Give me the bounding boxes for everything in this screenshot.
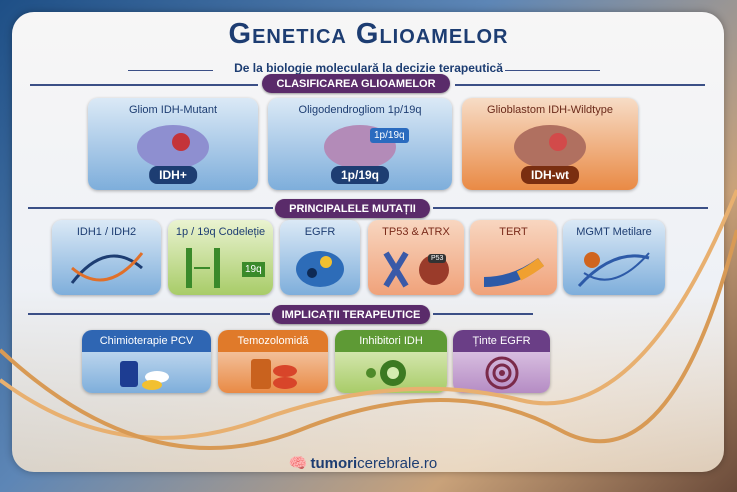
card-label: Chimioterapie PCV: [82, 330, 211, 352]
card-label: MGMT Metilare: [576, 226, 652, 238]
card-label: Glioblastom IDH-Wildtype: [487, 104, 613, 116]
section-therapy: IMPLICAȚII TERAPEUTICE: [272, 305, 430, 324]
dna-helix-decoration: [0, 189, 737, 450]
divider: [433, 313, 533, 315]
brain-icon: [514, 125, 586, 169]
divider: [505, 70, 600, 71]
pills-icon: [119, 361, 169, 390]
telomere-icon: [483, 257, 544, 287]
card-label: EGFR: [304, 226, 336, 238]
medicine-bottle-icon: [251, 359, 297, 389]
card-temozolomide: Temozolomidă: [218, 330, 328, 393]
badge-idh-wt: IDH-wt: [521, 166, 579, 184]
divider: [455, 84, 705, 86]
divider: [28, 207, 273, 209]
target-icon: [485, 356, 518, 390]
card-label: TP53 & ATRX: [382, 226, 450, 238]
dna-methylation-icon: [577, 252, 650, 288]
divider: [433, 207, 708, 209]
divider: [30, 84, 258, 86]
card-label: 1p / 19q Codeleție: [175, 226, 266, 238]
dna-icon: [70, 252, 143, 284]
card-1p19q-codeletion: 1p / 19q Codeleție 19q: [168, 220, 273, 295]
cell-icon: [296, 251, 344, 287]
chromosome-icon: [186, 248, 220, 288]
divider: [28, 313, 270, 315]
enzyme-icon: [366, 360, 406, 386]
brain-icon: [137, 125, 209, 169]
brain-logo-icon: 🧠: [288, 455, 308, 472]
card-egfr: EGFR: [280, 220, 360, 295]
tag-p53: P53: [428, 254, 447, 263]
section-mutations: PRINCIPALELE MUTAȚII: [275, 199, 430, 218]
card-idh1-idh2: IDH1 / IDH2: [52, 220, 161, 295]
card-glioblastoma: Glioblastom IDH-Wildtype IDH-wt: [462, 98, 638, 190]
card-label: Ținte EGFR: [453, 330, 550, 352]
tag-19q: 19q: [242, 262, 265, 277]
card-label: Inhibitori IDH: [335, 330, 447, 352]
page-subtitle: De la biologie moleculară la decizie ter…: [234, 61, 503, 75]
card-egfr-targets: Ținte EGFR: [453, 330, 550, 393]
page-title: Genetica Glioamelor: [228, 18, 509, 50]
divider: [128, 70, 213, 71]
card-label: TERT: [499, 226, 528, 238]
card-idh-mutant: Gliom IDH-Mutant IDH+: [88, 98, 258, 190]
section-classification: CLASIFICAREA GLIOAMELOR: [262, 74, 450, 93]
card-label: Temozolomidă: [218, 330, 328, 352]
card-label: Gliom IDH-Mutant: [128, 104, 218, 116]
card-pcv: Chimioterapie PCV: [82, 330, 211, 393]
brand-name-rest: cerebrale.ro: [357, 454, 438, 472]
card-oligodendroglioma: Oligodendrogliom 1p/19q 1p/19q 1p/19q: [268, 98, 452, 190]
badge-1p19q: 1p/19q: [330, 166, 390, 184]
card-tert: TERT: [470, 220, 557, 295]
card-label: IDH1 / IDH2: [76, 226, 137, 238]
card-tp53-atrx: TP53 & ATRX P53: [368, 220, 464, 295]
tag-1p19q: 1p/19q: [370, 128, 409, 143]
badge-idh: IDH+: [149, 166, 197, 184]
card-mgmt: MGMT Metilare: [563, 220, 665, 295]
brand-name-bold: tumori: [310, 454, 358, 472]
card-idh-inhibitors: Inhibitori IDH: [335, 330, 447, 393]
card-label: Oligodendrogliom 1p/19q: [298, 104, 422, 116]
